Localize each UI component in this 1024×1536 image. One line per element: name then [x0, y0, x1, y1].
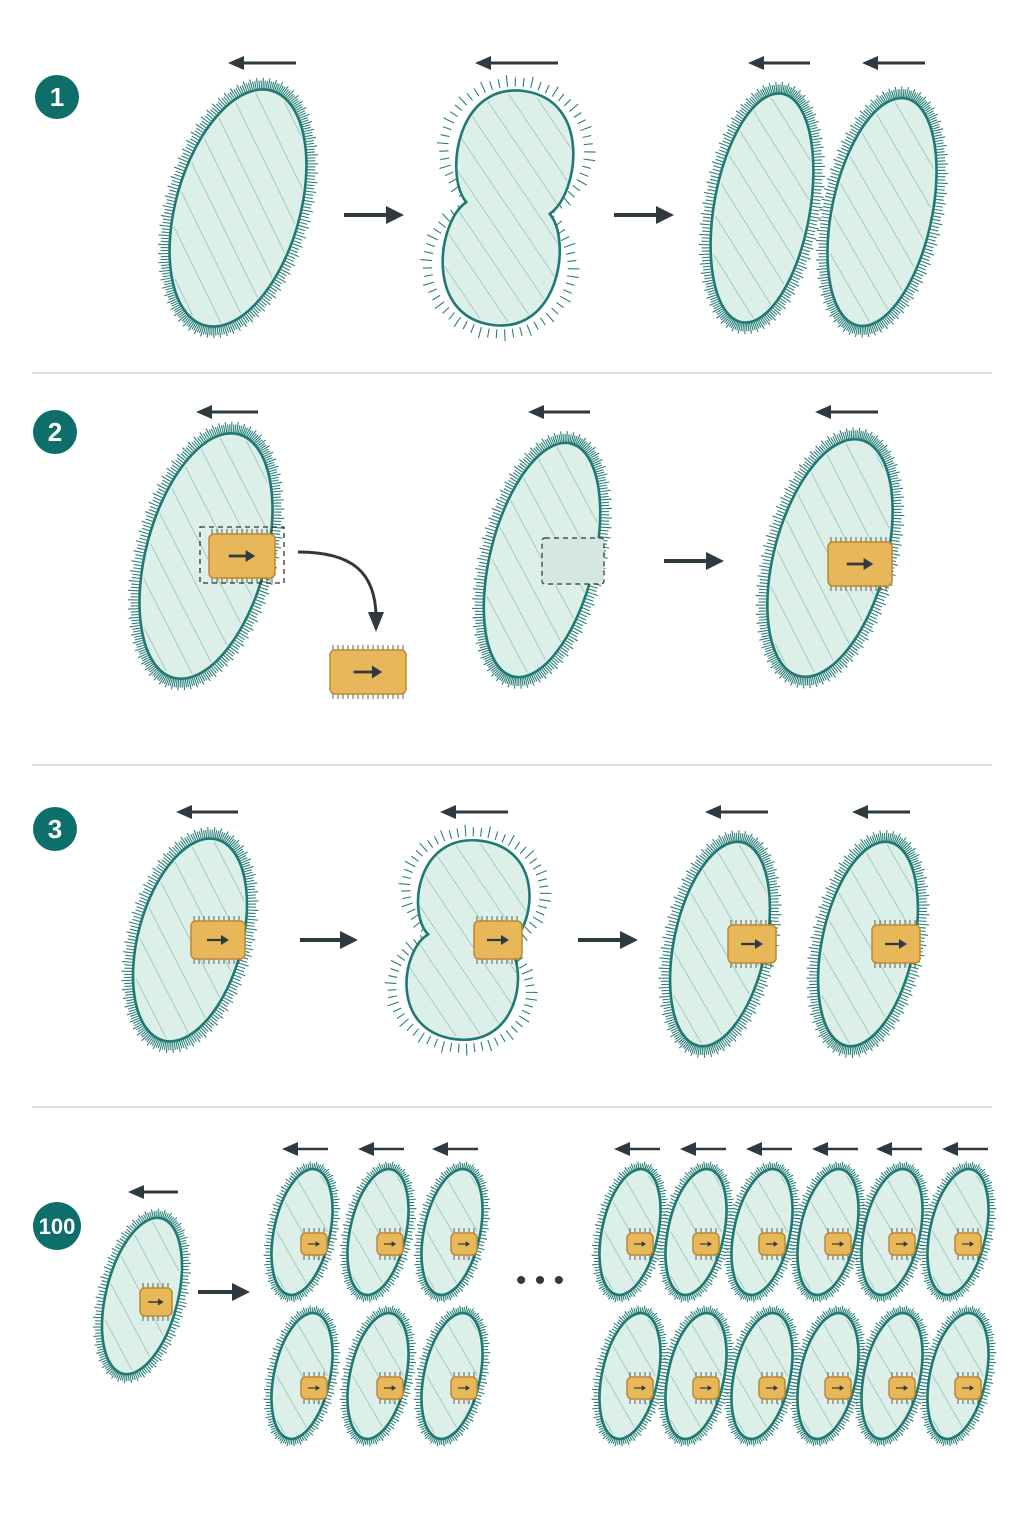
left-arrow-icon — [614, 1142, 660, 1156]
step-badge-3: 3 — [33, 807, 77, 851]
gene-patch — [758, 1372, 786, 1404]
paramecium-cell — [853, 1305, 931, 1447]
left-arrow-icon — [705, 805, 768, 819]
paramecium-cell — [157, 77, 319, 339]
paramecium-cell — [789, 1161, 867, 1303]
step-badge-100: 100 — [33, 1202, 81, 1250]
gene-patch — [208, 529, 276, 583]
paramecium-cell — [806, 830, 930, 1058]
dividing-cell — [384, 824, 552, 1056]
paramecium-cell — [853, 1161, 931, 1303]
gene-patch — [450, 1228, 478, 1260]
right-arrow-icon — [198, 1283, 250, 1301]
gene-patch — [300, 1372, 328, 1404]
gene-patch — [692, 1228, 720, 1260]
left-arrow-icon — [812, 1142, 858, 1156]
cells-layer — [92, 75, 997, 1447]
gene-patch — [300, 1228, 328, 1260]
gene-patch — [824, 1372, 852, 1404]
gene-patch — [626, 1372, 654, 1404]
left-arrow-icon — [432, 1142, 478, 1156]
badge-label: 2 — [48, 417, 62, 447]
left-arrow-icon — [942, 1142, 988, 1156]
paramecium-cell — [413, 1161, 491, 1303]
paramecium-cell — [263, 1161, 341, 1303]
gene-patch — [727, 920, 777, 968]
paramecium-cell — [698, 81, 826, 335]
gene-patch — [827, 537, 893, 591]
paramecium-cell — [723, 1161, 801, 1303]
gene-patch — [824, 1228, 852, 1260]
empty-slot — [541, 537, 605, 585]
step-badge-2: 2 — [33, 410, 77, 454]
gene-patch — [376, 1228, 404, 1260]
gene-patch — [758, 1228, 786, 1260]
left-arrow-icon — [746, 1142, 792, 1156]
paramecium-cell — [127, 421, 285, 691]
gene-patch — [190, 916, 246, 964]
left-arrow-icon — [852, 805, 910, 819]
paramecium-cell — [263, 1305, 341, 1447]
gene-patch — [139, 1283, 173, 1321]
paramecium-cell — [92, 1208, 191, 1384]
left-arrow-icon — [128, 1185, 178, 1199]
left-arrow-icon — [815, 405, 878, 419]
paramecium-cell — [919, 1305, 997, 1447]
gene-patch — [692, 1372, 720, 1404]
badge-label: 3 — [48, 814, 62, 844]
left-arrow-icon — [862, 56, 925, 70]
left-arrow-icon — [176, 805, 238, 819]
right-arrow-icon — [664, 552, 724, 570]
gene-patch — [888, 1372, 916, 1404]
left-arrow-icon — [748, 56, 810, 70]
dividing-cell — [420, 75, 596, 342]
left-arrow-icon — [475, 56, 558, 70]
right-arrow-icon — [614, 206, 674, 224]
gene-patch — [954, 1228, 982, 1260]
left-arrow-icon — [876, 1142, 922, 1156]
arrows-layer — [128, 56, 988, 1301]
paramecium-cell — [789, 1305, 867, 1447]
gene-patch — [626, 1228, 654, 1260]
gene-patch — [450, 1372, 478, 1404]
ellipsis-icon: • • • — [516, 1264, 564, 1297]
paramecium-cell — [121, 827, 259, 1054]
left-arrow-icon — [196, 405, 258, 419]
paramecium-cell — [658, 830, 782, 1058]
gene-patch — [329, 645, 407, 699]
paramecium-cell — [339, 1305, 417, 1447]
paramecium-cell — [919, 1161, 997, 1303]
paramecium-cell — [815, 86, 949, 338]
paramecium-cell — [591, 1305, 669, 1447]
paramecium-cell — [657, 1305, 735, 1447]
curved-arrow-icon — [297, 550, 384, 632]
gene-patch — [888, 1228, 916, 1260]
paramecium-cell — [657, 1161, 735, 1303]
gene-patch — [473, 916, 523, 964]
left-arrow-icon — [528, 405, 590, 419]
right-arrow-icon — [300, 931, 358, 949]
gene-patch — [871, 920, 921, 968]
left-arrow-icon — [228, 56, 296, 70]
paramecium-cell — [755, 427, 905, 689]
step-badge-1: 1 — [35, 75, 79, 119]
selection-box — [199, 526, 285, 584]
paramecium-cell — [413, 1305, 491, 1447]
gene-patch — [954, 1372, 982, 1404]
paramecium-cell — [723, 1305, 801, 1447]
right-arrow-icon — [344, 206, 404, 224]
paramecium-cell — [339, 1161, 417, 1303]
badge-label: 1 — [50, 82, 64, 112]
badge-label: 100 — [39, 1214, 76, 1239]
left-arrow-icon — [680, 1142, 726, 1156]
right-arrow-icon — [578, 931, 638, 949]
left-arrow-icon — [282, 1142, 328, 1156]
left-arrow-icon — [358, 1142, 404, 1156]
left-arrow-icon — [440, 805, 508, 819]
gene-patch — [376, 1372, 404, 1404]
extracted-patch — [329, 645, 407, 699]
paramecium-cell — [591, 1161, 669, 1303]
